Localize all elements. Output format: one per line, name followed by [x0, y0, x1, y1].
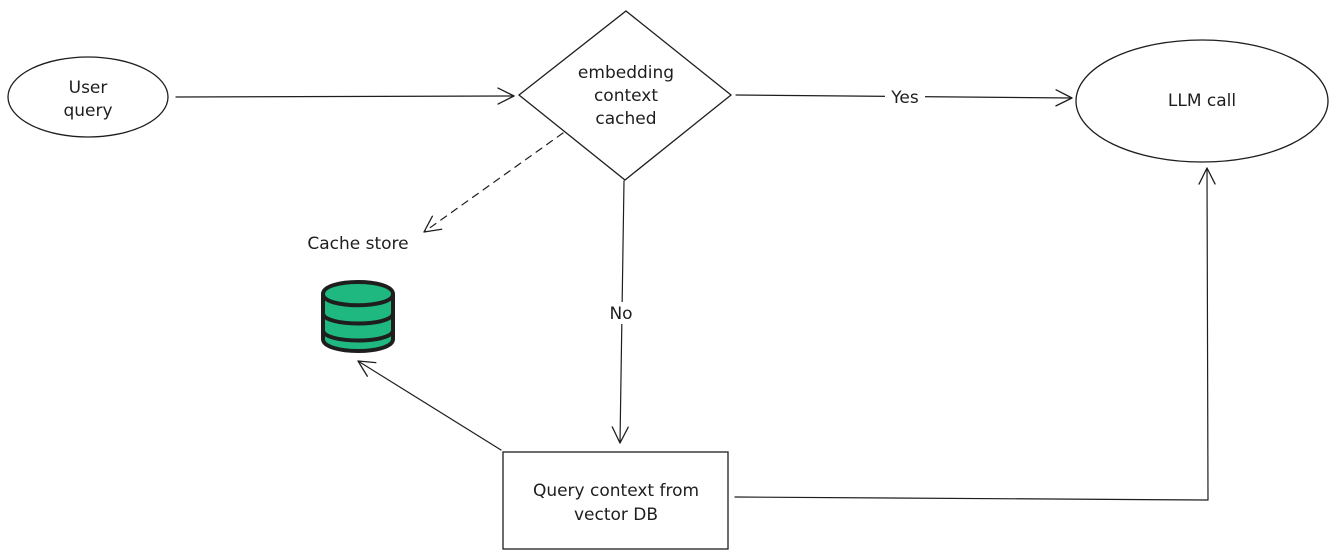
user-query-node: User query: [7, 56, 169, 138]
decision-label-line-1: embedding: [578, 63, 674, 83]
edge-user-query-to-decision: [175, 87, 515, 105]
llm-call-label: LLM call: [1168, 91, 1236, 111]
cache-store-label: Cache store: [307, 234, 408, 254]
query-context-node: Query context from vector DB: [502, 451, 729, 550]
llm-call-node: LLM call: [1075, 39, 1329, 163]
query-context-label-line-1: Query context from: [533, 481, 699, 501]
decision-label-line-2: context: [594, 86, 658, 106]
no-edge-label-group: No: [604, 302, 638, 324]
edge-query-context-to-llm: [734, 167, 1216, 501]
llm-call-ellipse: [1075, 39, 1329, 163]
query-context-box: [502, 451, 729, 550]
query-context-label-line-2: vector DB: [574, 505, 658, 525]
user-query-label-line-1: User: [69, 78, 108, 98]
user-query-ellipse: [7, 56, 169, 138]
decision-label-line-3: cached: [595, 109, 656, 129]
yes-edge-label-group: Yes: [885, 86, 925, 108]
no-edge-label: No: [609, 304, 632, 324]
database-icon: [321, 280, 395, 353]
yes-edge-label: Yes: [890, 88, 919, 108]
edge-decision-to-cache-dashed: [423, 132, 564, 233]
edge-query-context-to-cache: [357, 360, 502, 451]
user-query-label-line-2: query: [63, 101, 112, 121]
decision-node: embedding context cached: [517, 10, 733, 181]
decision-diamond: [517, 10, 733, 181]
